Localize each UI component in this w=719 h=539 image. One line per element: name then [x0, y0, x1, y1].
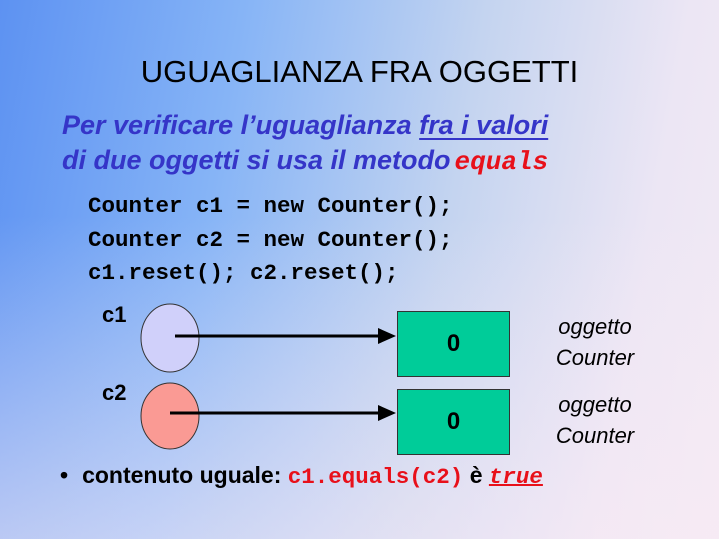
object-box-2: 0: [397, 389, 510, 455]
reference-circle-c1: [140, 303, 200, 373]
subtitle-underlined: fra i valori: [419, 110, 549, 140]
arrow-head-icon: [378, 328, 396, 344]
object-label-text: oggetto: [558, 392, 632, 417]
bullet-code: c1.equals(c2): [287, 464, 464, 490]
code-line: Counter c2 = new Counter();: [88, 227, 453, 253]
slide-title: UGUAGLIANZA FRA OGGETTI: [140, 54, 579, 89]
bullet-text: è: [463, 462, 489, 488]
code-line: c1.reset(); c2.reset();: [88, 260, 399, 286]
method-name: equals: [454, 147, 549, 177]
subtitle-text: Per verificare l’uguaglianza: [62, 110, 420, 140]
reference-circle-c2: [140, 382, 200, 450]
object-label-text: Counter: [555, 345, 635, 370]
subtitle-line-1: Per verificare l’uguaglianza fra i valor…: [62, 110, 548, 141]
bullet-point: • contenuto uguale: c1.equals(c2) è true: [60, 462, 543, 490]
var-label-c2: c2: [102, 380, 127, 405]
bullet-text: contenuto uguale:: [82, 462, 288, 488]
bullet-result: true: [488, 464, 543, 490]
var-label-c1: c1: [102, 302, 127, 327]
object-box-1: 0: [397, 311, 510, 377]
object-label-text: oggetto: [558, 314, 632, 339]
arrow-head-icon: [378, 405, 396, 421]
object-label-text: Counter: [555, 423, 635, 448]
bullet-marker: •: [60, 462, 69, 488]
code-line: Counter c1 = new Counter();: [88, 193, 453, 219]
subtitle-text: di due oggetti si usa il metodo: [62, 145, 451, 175]
